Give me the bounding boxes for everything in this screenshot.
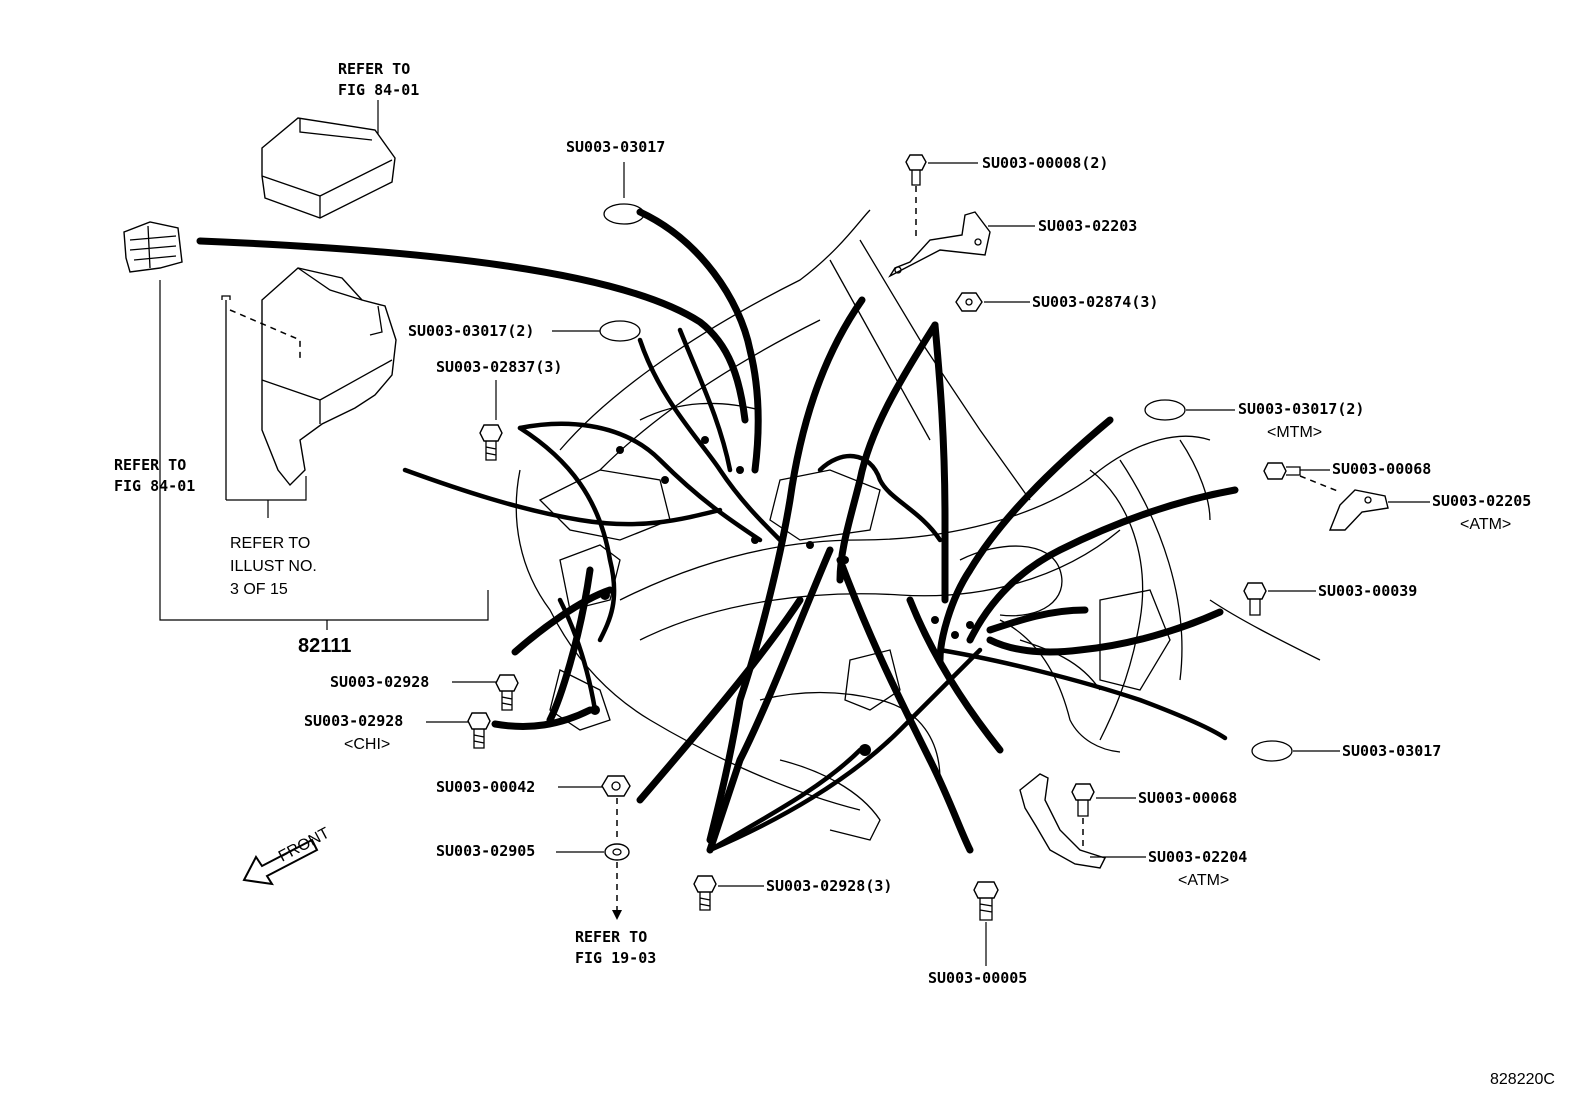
refer-bottom-line2: FIG 19-03 (575, 949, 656, 967)
callout-17-code: SU003-02928(3) (766, 877, 892, 895)
bolt-icon (495, 674, 519, 711)
callout-11-note: <CHI> (344, 736, 390, 753)
refer-illust-line1: REFER TO (230, 535, 310, 552)
callout-7-code: SU003-00068 (1332, 460, 1431, 478)
callout-12-code: SU003-03017 (1342, 742, 1441, 760)
callout-0-code: SU003-03017 (566, 138, 665, 156)
connector-part (123, 221, 183, 273)
front-arrow-icon (242, 838, 319, 886)
callout-14-code: SU003-00068 (1138, 789, 1237, 807)
refer-left-line1: REFER TO (114, 456, 186, 474)
grommet-icon (599, 320, 641, 342)
callout-16-note: <ATM> (1178, 872, 1229, 889)
callout-15-code: SU003-02905 (436, 842, 535, 860)
callout-9-code: SU003-00039 (1318, 582, 1417, 600)
relay-box-part (261, 117, 396, 219)
bolt-icon (1243, 582, 1267, 616)
callout-1-code: SU003-00008(2) (982, 154, 1108, 172)
front-label: FRONT (276, 825, 333, 866)
callout-11-code: SU003-02928 (304, 712, 403, 730)
callout-6-note: <MTM> (1267, 424, 1322, 441)
nut-icon (955, 292, 983, 312)
callout-4-code: SU003-03017(2) (408, 322, 534, 340)
grommet-icon (603, 203, 645, 225)
bolt-icon (479, 424, 503, 461)
bracket-icon (888, 211, 991, 278)
callout-13-code: SU003-00042 (436, 778, 535, 796)
callout-18-code: SU003-00005 (928, 969, 1027, 987)
refer-illust-bracket (226, 476, 307, 518)
bolt-icon (1263, 462, 1301, 480)
washer-icon (604, 843, 630, 861)
nut-icon (601, 775, 631, 797)
grommet-icon (1144, 399, 1186, 421)
callout-3-code: SU003-02874(3) (1032, 293, 1158, 311)
bolt-icon (973, 881, 999, 921)
main-part-number: 82111 (298, 635, 351, 657)
bolt-icon (693, 875, 717, 911)
engine-bay-outline (515, 209, 1321, 841)
refer-illust-line3: 3 OF 15 (230, 581, 288, 598)
figure-code: 828220C (1490, 1071, 1555, 1088)
callout-6-code: SU003-03017(2) (1238, 400, 1364, 418)
refer-left-bracket (159, 280, 489, 621)
bolt-icon (905, 154, 927, 186)
bolt-icon (1071, 783, 1095, 817)
callout-2-code: SU003-02203 (1038, 217, 1137, 235)
clip-part (221, 295, 231, 500)
main-harness-top (196, 237, 749, 424)
grommet-icon (1251, 740, 1293, 762)
refer-bottom-line1: REFER TO (575, 928, 647, 946)
refer-illust-line2: ILLUST NO. (230, 558, 317, 575)
arrow-down-icon (612, 910, 622, 920)
refer-left-line2: FIG 84-01 (114, 477, 195, 495)
callout-7-dash (1299, 475, 1341, 493)
junction-box-part (229, 267, 397, 487)
refer-top-line1: REFER TO (338, 60, 410, 78)
callout-5-code: SU003-02837(3) (436, 358, 562, 376)
bracket-icon (1019, 773, 1106, 869)
refer-top-line2: FIG 84-01 (338, 81, 419, 99)
callout-10-code: SU003-02928 (330, 673, 429, 691)
bolt-icon (467, 712, 491, 749)
bracket-icon (1328, 489, 1389, 531)
callout-16-code: SU003-02204 (1148, 848, 1247, 866)
callout-8-code: SU003-02205 (1432, 492, 1531, 510)
wire-harness (402, 208, 1239, 854)
callout-8-note: <ATM> (1460, 516, 1511, 533)
